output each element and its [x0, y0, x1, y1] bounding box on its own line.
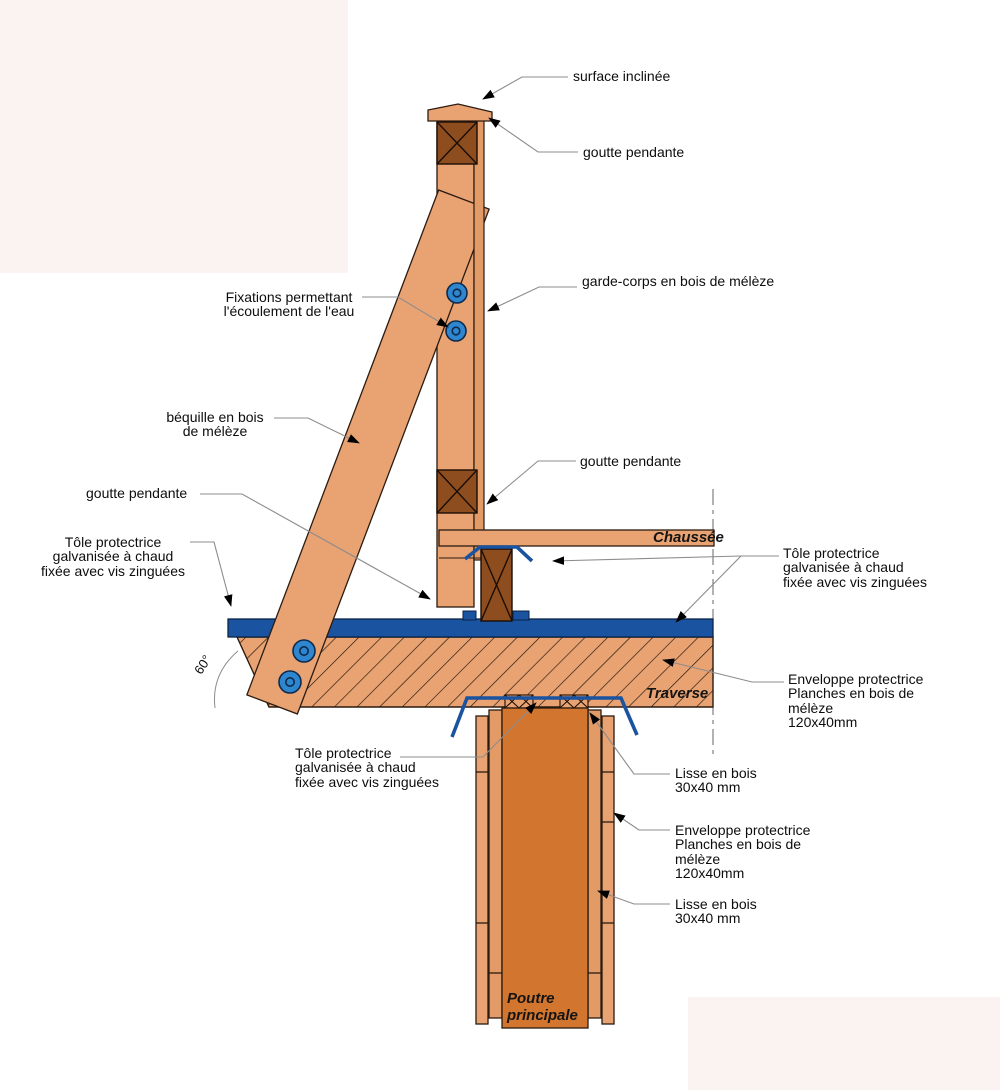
bolt — [278, 670, 302, 694]
label-chaussee: Chaussée — [653, 529, 724, 546]
leader-tole-right-b — [675, 555, 742, 623]
plank-inner-right — [587, 709, 602, 1019]
angle-arc — [213, 650, 239, 709]
label-goutte-pendante-mid: goutte pendante — [580, 453, 682, 469]
bolt — [451, 326, 461, 336]
post-spacer-block-mid — [436, 469, 478, 514]
leader-goutte-left — [200, 493, 431, 600]
label-traverse: Traverse — [646, 685, 709, 702]
bolts — [278, 282, 468, 694]
leader-lines — [190, 76, 784, 905]
label-tole-protectrice-bottom: Tôle protectrice galvanisée à chaud fixé… — [295, 745, 439, 790]
steel-cap-over-block — [463, 545, 534, 563]
bolt — [284, 676, 295, 687]
brace — [246, 189, 490, 715]
leader-tole-right-a — [552, 555, 779, 566]
bolt — [452, 288, 462, 298]
leader-goutte-mid — [486, 460, 576, 505]
leader-bequille — [274, 417, 360, 444]
label-goutte-pendante-left: goutte pendante — [86, 485, 188, 501]
steel-flange-right — [512, 610, 530, 621]
leader-enveloppe-traverse — [662, 658, 784, 683]
chaussee-board — [438, 529, 715, 547]
background-tint-topleft — [0, 0, 348, 273]
leader-tole-left — [190, 541, 233, 607]
post-cap — [427, 103, 493, 122]
leader-lisse-bottom — [597, 890, 670, 905]
label-enveloppe-poutre: Enveloppe protectrice Planches en bois d… — [675, 822, 811, 881]
label-garde-corps: garde-corps en bois de mélèze — [582, 273, 775, 289]
label-fixations: Fixations permettant l'écoulement de l'e… — [223, 289, 355, 320]
leader-surface-inclinee — [482, 76, 568, 100]
label-surface-inclinee: surface inclinée — [573, 68, 671, 84]
steel-sheet-under-traverse — [450, 696, 639, 738]
label-tole-protectrice-left: Tôle protectrice galvanisée à chaud fixé… — [41, 534, 185, 579]
bolt — [446, 282, 468, 304]
leader-lisse-top — [589, 712, 670, 775]
steel-flange-left — [462, 610, 477, 621]
bedding-block — [480, 548, 513, 622]
leader-tole-bottom — [400, 702, 537, 758]
traverse-beam — [235, 636, 714, 708]
bolt — [445, 320, 467, 342]
plank-outer-left — [475, 715, 489, 1025]
leader-enveloppe-poutre — [613, 812, 670, 831]
leader-garde-corps — [487, 286, 577, 312]
label-lisse-top: Lisse en bois 30x40 mm — [675, 765, 757, 796]
bolt — [298, 645, 309, 656]
main-beam-assembly — [475, 707, 615, 1029]
background-tint-bottomright — [688, 997, 1000, 1090]
bolt — [292, 639, 316, 663]
poutre-principale-beam — [501, 707, 589, 1029]
leader-fixations — [362, 296, 449, 328]
label-bequille: béquille en bois de mélèze — [166, 409, 264, 440]
plank-outer-right — [601, 715, 615, 1025]
plank-inner-left — [488, 709, 503, 1019]
leader-goutte-top — [488, 117, 578, 153]
label-goutte-pendante-top: goutte pendante — [583, 144, 685, 160]
post-spacer-block-top — [436, 121, 478, 165]
label-enveloppe-traverse: Enveloppe protectrice Planches en bois d… — [788, 671, 924, 730]
label-poutre-principale: Poutre principale — [507, 990, 578, 1024]
label-lisse-bottom: Lisse en bois 30x40 mm — [675, 896, 757, 927]
label-tole-protectrice-right: Tôle protectrice galvanisée à chaud fixé… — [783, 545, 927, 590]
